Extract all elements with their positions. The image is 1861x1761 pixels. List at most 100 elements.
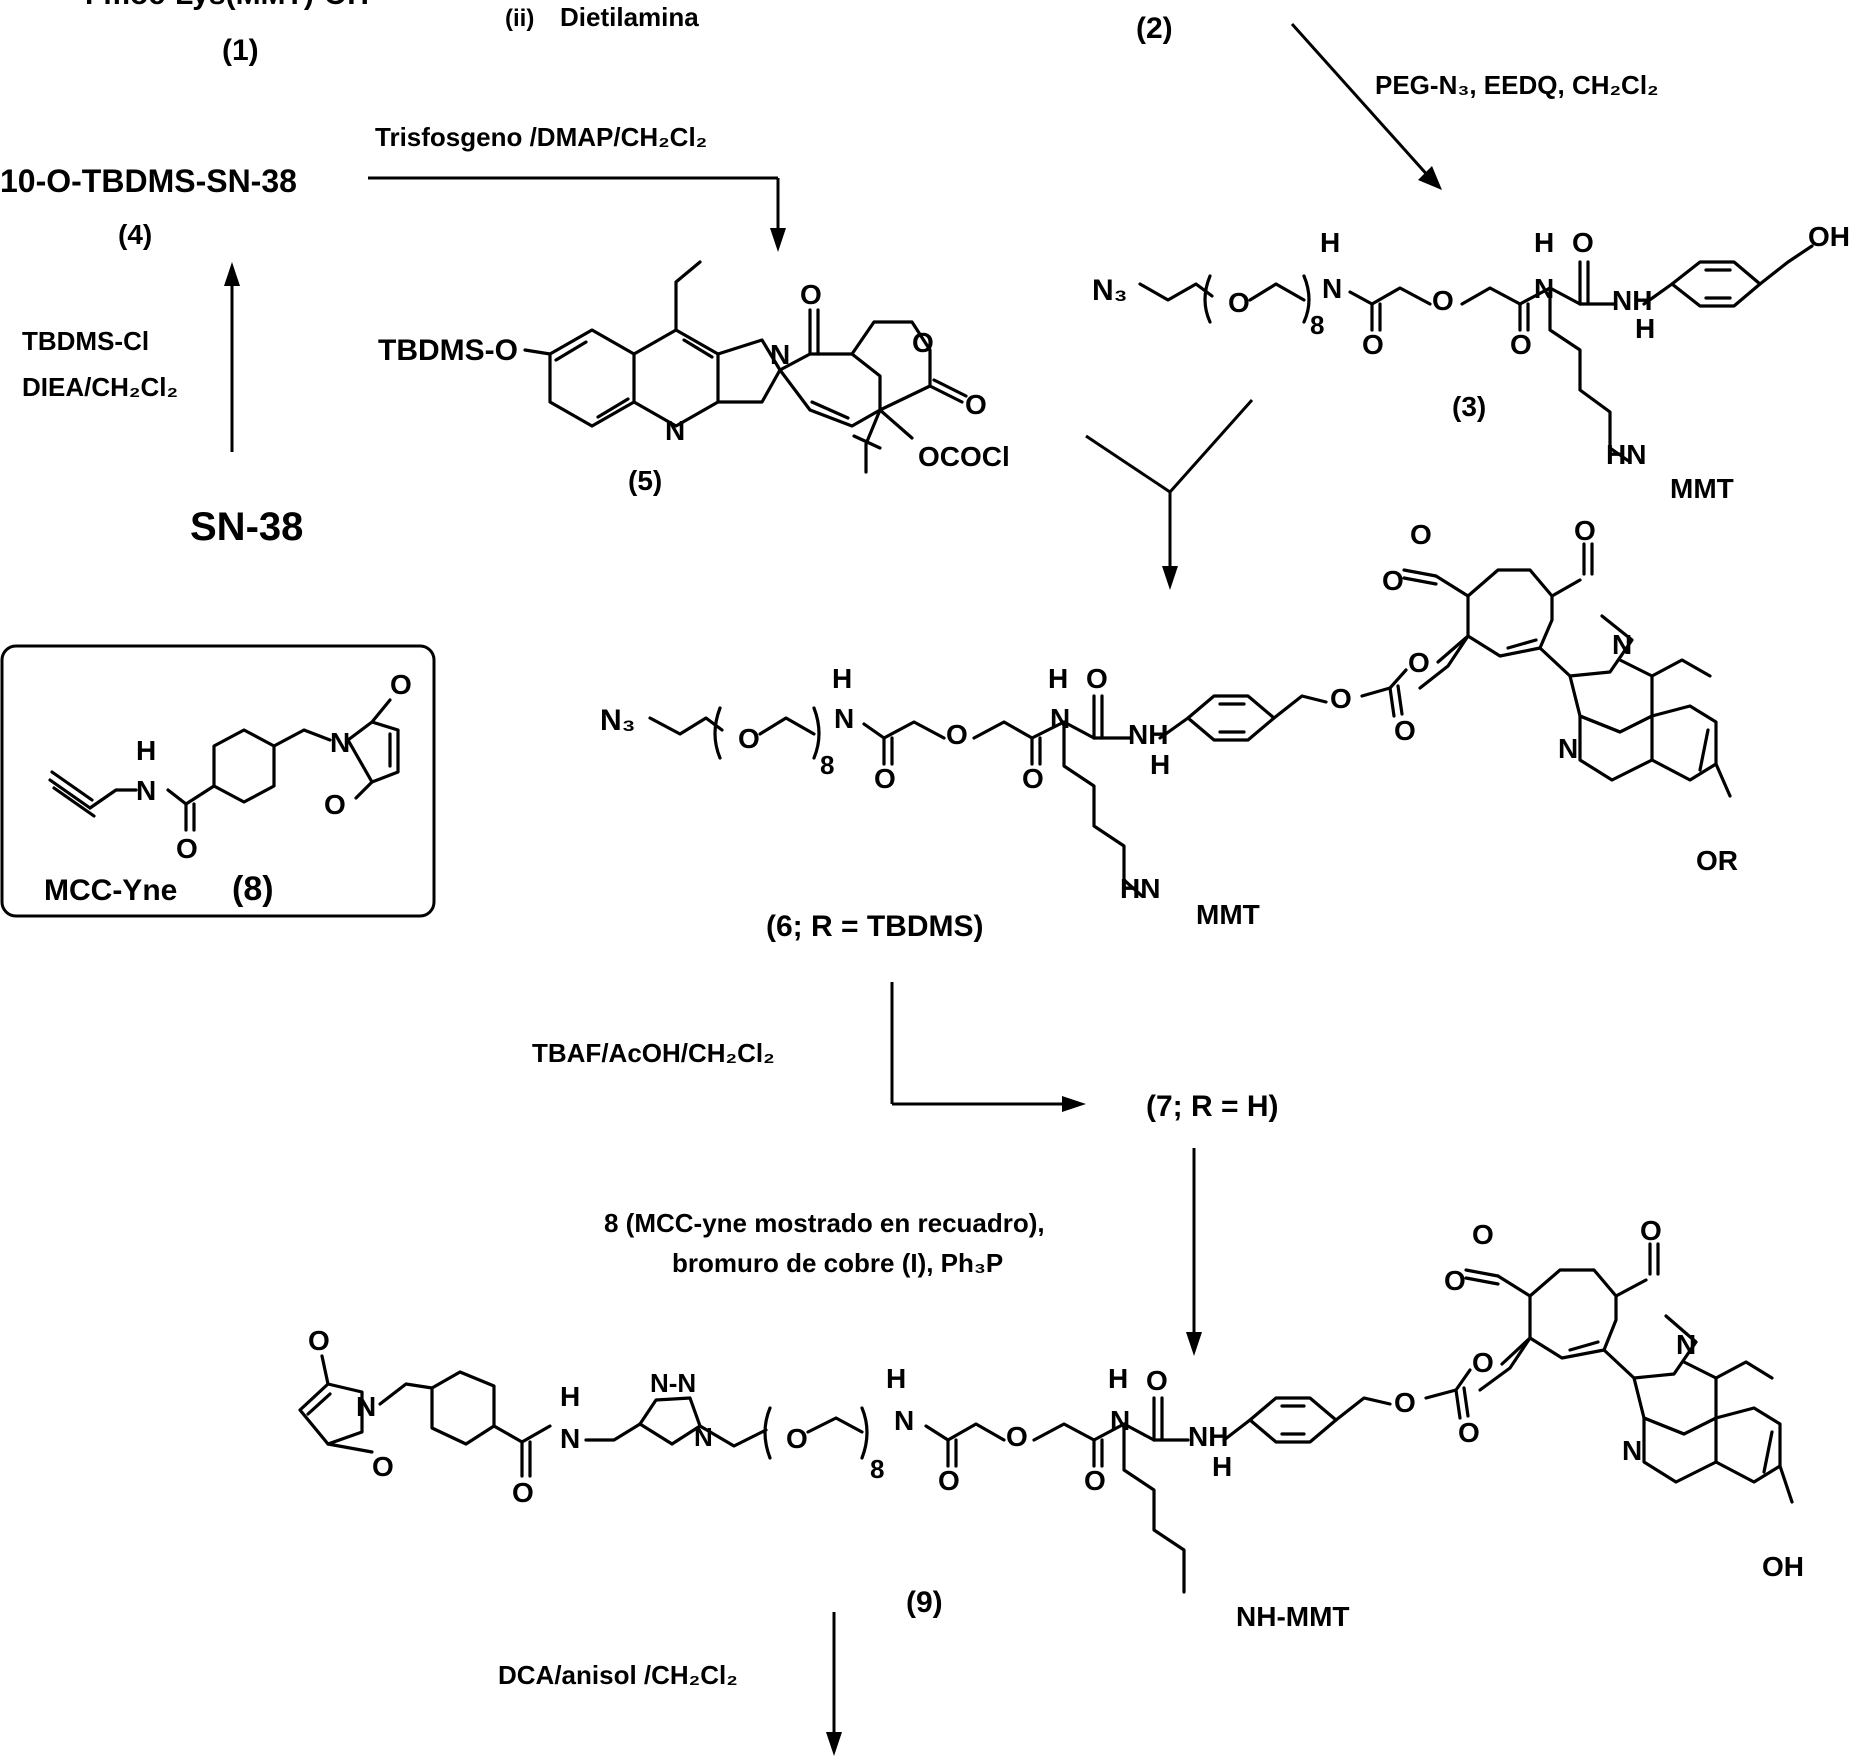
dca-reagent: DCA/anisol /CH₂Cl₂: [498, 1660, 738, 1690]
c9-o8: O: [1146, 1365, 1168, 1396]
c6-n2: N: [1050, 703, 1070, 734]
compound-1-number: (1): [222, 34, 259, 67]
c6-nh: NH: [1128, 719, 1168, 750]
c3-o5: O: [1572, 227, 1594, 258]
c6-o11: O: [1574, 515, 1596, 546]
compound-4-number: (4): [118, 219, 152, 250]
arrow-7-to-9-head: [1186, 1332, 1202, 1356]
step-ii-label: (ii): [505, 5, 534, 32]
c9-n2: N: [560, 1423, 580, 1454]
compound-6-structure: [650, 544, 1730, 896]
compound-8-number: (8): [232, 870, 274, 908]
compound-1-name: Fmoc-Lys(MMT)-OH: [85, 0, 369, 11]
c9-oh: OH: [1762, 1551, 1804, 1582]
merge-head: [1162, 566, 1178, 590]
compound-5-structure: [550, 262, 966, 472]
c3-oh: OH: [1808, 221, 1850, 252]
c9-h3: H: [1108, 1363, 1128, 1394]
c9-n4: N: [894, 1405, 914, 1436]
c9-o12: O: [1444, 1265, 1466, 1296]
c9-o7: O: [1084, 1465, 1106, 1496]
c9-h1: H: [560, 1381, 580, 1412]
merge-left: [1086, 436, 1170, 492]
compound-5-number: (5): [628, 465, 662, 496]
c5-n1: N: [665, 415, 685, 446]
c6-n5: N: [1558, 733, 1578, 764]
c8-n1: N: [136, 775, 156, 806]
c6-n3: N₃: [600, 704, 636, 737]
c6-eight: 8: [820, 750, 834, 780]
c3-h1: H: [1320, 227, 1340, 258]
arrow-9-to-final-head: [826, 1732, 842, 1756]
c9-o5: O: [938, 1465, 960, 1496]
c3-eight: 8: [1310, 310, 1324, 340]
c3-mmt: MMT: [1670, 473, 1734, 504]
c8-o3: O: [324, 789, 346, 820]
compound-9-structure: [300, 1244, 1792, 1592]
c3-nh: NH: [1612, 285, 1652, 316]
c8-o1: O: [176, 833, 198, 864]
c9-n6: N: [1676, 1329, 1696, 1360]
c6-o6: O: [1330, 683, 1352, 714]
c6-o2: O: [874, 763, 896, 794]
c6-h1: H: [832, 663, 852, 694]
arrow-sn38-to-4-head: [224, 262, 240, 286]
c6-o7: O: [1394, 715, 1416, 746]
c3-n3: N₃: [1092, 274, 1128, 307]
c6-h2: H: [1048, 663, 1068, 694]
click-reagent-2: bromuro de cobre (I), Ph₃P: [672, 1248, 1003, 1278]
tbdms-reagent-1: TBDMS-Cl: [22, 326, 149, 356]
c8-n2: N: [330, 727, 350, 758]
compound-7-label: (7; R = H): [1146, 1090, 1279, 1123]
click-reagent-1: 8 (MCC-yne mostrado en recuadro),: [604, 1208, 1045, 1238]
c6-h3: H: [1150, 749, 1170, 780]
c6-o4: O: [1022, 763, 1044, 794]
c5-ococl: OCOCl: [918, 441, 1010, 472]
c9-o10: O: [1458, 1417, 1480, 1448]
compound-4-name: 10-O-TBDMS-SN-38: [0, 163, 297, 199]
c6-or: OR: [1696, 845, 1738, 876]
c9-h4: H: [1212, 1451, 1232, 1482]
c3-h2: H: [1534, 227, 1554, 258]
c9-n3: N: [694, 1422, 713, 1452]
bond-tbdms: [525, 350, 550, 354]
c9-eight: 8: [870, 1454, 884, 1484]
c6-o9: O: [1382, 565, 1404, 596]
compound-9-number: (9): [906, 1586, 943, 1619]
c9-n7: N: [1622, 1435, 1642, 1466]
c3-o4: O: [1510, 329, 1532, 360]
arrow-4-to-5-head: [770, 228, 786, 252]
c6-mmt: MMT: [1196, 899, 1260, 930]
c6-n1: N: [834, 703, 854, 734]
c8-o2: O: [390, 669, 412, 700]
c5-o2: O: [912, 327, 934, 358]
c3-n1: N: [1322, 273, 1342, 304]
compound-6-label: (6; R = TBDMS): [766, 910, 984, 943]
compound-2-number: (2): [1136, 12, 1173, 45]
c5-o1: O: [800, 279, 822, 310]
c5-o3: O: [965, 389, 987, 420]
c6-o1: O: [738, 723, 760, 754]
compound-3-number: (3): [1452, 391, 1486, 422]
c6-n4: N: [1612, 629, 1632, 660]
c3-o2: O: [1362, 329, 1384, 360]
c6-hn: HN: [1120, 873, 1160, 904]
c9-o11: O: [1472, 1347, 1494, 1378]
c9-o4: O: [786, 1423, 808, 1454]
c6-o3: O: [946, 719, 968, 750]
c5-n2: N: [770, 339, 790, 370]
c9-o9: O: [1394, 1387, 1416, 1418]
c3-o1: O: [1228, 287, 1250, 318]
trisfosgeno-reagent: Trisfosgeno /DMAP/CH₂Cl₂: [375, 122, 707, 152]
tbdms-o-label: TBDMS-O: [378, 334, 518, 367]
c9-nh-mmt: NH-MMT: [1236, 1601, 1350, 1632]
c3-hn: HN: [1606, 439, 1646, 470]
c9-o3: O: [512, 1477, 534, 1508]
arrow-6-to-7-head: [1062, 1096, 1086, 1112]
tbaf-reagent: TBAF/AcOH/CH₂Cl₂: [532, 1038, 775, 1068]
tbdms-reagent-2: DIEA/CH₂Cl₂: [22, 372, 178, 402]
c9-o14: O: [1640, 1215, 1662, 1246]
c9-triazole-n: N-N: [650, 1368, 696, 1398]
c9-n1: N: [356, 1391, 376, 1422]
